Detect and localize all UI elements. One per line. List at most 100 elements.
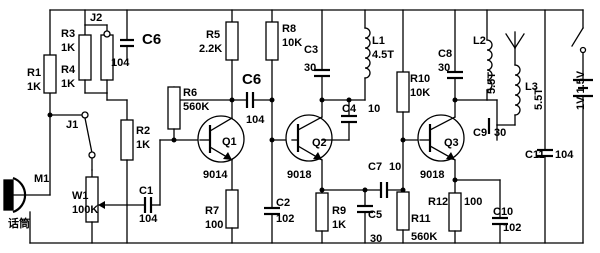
r2-value: 1K bbox=[136, 139, 150, 151]
resistor-r10: R10 10K bbox=[396, 9, 430, 193]
r12-ref: R12 bbox=[428, 196, 448, 208]
battery-label: 1V 1.5V bbox=[575, 70, 587, 110]
resistor-r2: R2 1K bbox=[106, 92, 150, 244]
w1-ref: W1 bbox=[72, 190, 89, 202]
inductor-l2: L2 5.5T bbox=[473, 9, 498, 101]
capacitor-c11: C11 104 bbox=[525, 9, 574, 244]
mic-name-label: 话筒 bbox=[8, 216, 30, 230]
r11-ref: R11 bbox=[411, 213, 431, 225]
inductor-l1: L1 4.5T bbox=[319, 9, 394, 103]
r4-ref: R4 bbox=[61, 64, 76, 76]
l2-ref: L2 bbox=[473, 35, 486, 47]
resistor-r11: R11 560K bbox=[396, 191, 437, 244]
capacitor-c4: C4 10 bbox=[321, 99, 380, 141]
r5-ref: R5 bbox=[206, 29, 220, 41]
c3-value: 30 bbox=[304, 62, 316, 74]
resistor-r8: R8 10K bbox=[265, 9, 302, 209]
c5-ref: C5 bbox=[368, 209, 382, 221]
capacitor-c6-middle: C6 104 bbox=[231, 71, 273, 126]
antenna bbox=[505, 31, 525, 66]
battery: 1V 1.5V bbox=[573, 70, 593, 244]
c6-left-ref: C6 bbox=[142, 31, 161, 48]
capacitor-c10: C10 102 bbox=[492, 179, 521, 244]
l3-ref: L3 bbox=[525, 81, 538, 93]
resistor-r1: R1 1K bbox=[27, 9, 57, 196]
c6-middle-ref: C6 bbox=[242, 71, 261, 88]
q2-type: 9018 bbox=[287, 169, 311, 181]
capacitor-c1: C1 104 bbox=[139, 139, 161, 225]
c5-value: 30 bbox=[370, 233, 382, 245]
r10-ref: R10 bbox=[410, 73, 430, 85]
l2-value: 5.5T bbox=[486, 72, 498, 94]
r5-value: 2.2K bbox=[199, 43, 222, 55]
r6-ref: R6 bbox=[183, 87, 197, 99]
resistor-r7: R7 100 bbox=[205, 189, 239, 244]
transistor-q3: Q3 9018 bbox=[417, 99, 501, 183]
resistor-r6: R6 560K bbox=[159, 86, 233, 143]
microphone: M1 话筒 bbox=[3, 173, 51, 244]
c10-value: 102 bbox=[503, 222, 521, 234]
inductor-l3: L3 5.5T bbox=[486, 64, 545, 126]
supply-rails bbox=[29, 9, 584, 244]
c9-ref: C9 bbox=[473, 127, 487, 139]
c1-ref: C1 bbox=[139, 185, 153, 197]
r1-value: 1K bbox=[27, 81, 41, 93]
capacitor-c7: C7 10 bbox=[362, 161, 404, 198]
l1-ref: L1 bbox=[372, 35, 385, 47]
l3-value: 5.5T bbox=[533, 88, 545, 110]
r7-ref: R7 bbox=[205, 205, 219, 217]
j2-label: J2 bbox=[90, 12, 102, 24]
r9-ref: R9 bbox=[332, 205, 346, 217]
r3-value: 1K bbox=[61, 42, 75, 54]
c2-value: 102 bbox=[276, 213, 294, 225]
j1-label: J1 bbox=[66, 119, 78, 131]
l1-value: 4.5T bbox=[372, 49, 394, 61]
resistor-r12: R12 100 bbox=[428, 179, 482, 244]
c7-value: 10 bbox=[389, 161, 401, 173]
c8-ref: C8 bbox=[438, 48, 452, 60]
transistor-q1: Q1 9014 bbox=[197, 115, 245, 191]
r10-value: 10K bbox=[410, 87, 430, 99]
resistor-r3-r4: R3 1K R4 1K J2 bbox=[61, 9, 114, 94]
c11-ref: C11 bbox=[525, 149, 545, 161]
capacitor-c8: C8 30 bbox=[438, 9, 488, 103]
transistor-q2: Q2 9018 bbox=[271, 99, 333, 194]
capacitor-c9: C9 30 bbox=[473, 118, 506, 141]
c6-left-value: 104 bbox=[111, 57, 130, 69]
r6-value: 560K bbox=[183, 101, 209, 113]
r1-ref: R1 bbox=[27, 67, 41, 79]
capacitor-c6-left: C6 104 bbox=[111, 9, 161, 69]
resistor-r5: R5 2.2K bbox=[199, 9, 239, 121]
capacitor-c2: C2 102 bbox=[264, 197, 294, 244]
q2-ref: Q2 bbox=[312, 137, 327, 149]
capacitor-c5: C5 30 bbox=[357, 189, 382, 245]
c9-value: 30 bbox=[494, 127, 506, 139]
q3-ref: Q3 bbox=[444, 137, 459, 149]
c7-ref: C7 bbox=[368, 161, 382, 173]
r2-ref: R2 bbox=[136, 125, 150, 137]
c4-ref: C4 bbox=[342, 103, 357, 115]
potentiometer-w1: W1 100K bbox=[72, 169, 146, 244]
r3-ref: R3 bbox=[61, 28, 75, 40]
r8-ref: R8 bbox=[282, 23, 296, 35]
c10-ref: C10 bbox=[493, 206, 513, 218]
c3-ref: C3 bbox=[304, 44, 318, 56]
power-switch bbox=[571, 9, 587, 81]
r8-value: 10K bbox=[282, 37, 302, 49]
r9-value: 1K bbox=[332, 219, 346, 231]
q1-type: 9014 bbox=[203, 169, 228, 181]
q3-type: 9018 bbox=[420, 169, 444, 181]
r11-value: 560K bbox=[411, 231, 437, 243]
w1-value: 100K bbox=[72, 204, 98, 216]
c2-ref: C2 bbox=[276, 197, 290, 209]
q1-ref: Q1 bbox=[222, 136, 237, 148]
r4-value: 1K bbox=[61, 78, 75, 90]
resistor-r9: R9 1K bbox=[315, 187, 366, 244]
r12-value: 100 bbox=[464, 196, 482, 208]
c6-middle-value: 104 bbox=[246, 114, 265, 126]
c8-value: 30 bbox=[438, 62, 450, 74]
capacitor-c3: C3 30 bbox=[304, 9, 330, 101]
c1-value: 104 bbox=[139, 213, 158, 225]
r7-value: 100 bbox=[205, 219, 223, 231]
